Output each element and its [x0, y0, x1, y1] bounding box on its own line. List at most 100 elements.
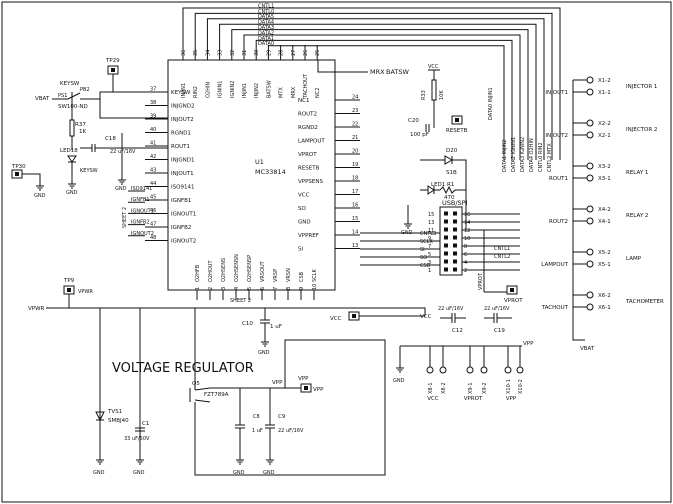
- usb-pin-left: 3: [428, 260, 431, 266]
- u1-top-pin-num: 31: [242, 50, 248, 56]
- top-bus-label: DATA1: [258, 36, 274, 42]
- u1-top-pins: 36INJIN135RIN234O2HIN33IGNIN132IGNIN231I…: [181, 45, 321, 99]
- r33-block: VCC R33 10K C20 100 pF RESETB: [408, 64, 468, 138]
- led1-block: LED1 R1 470: [420, 182, 466, 201]
- top-bus-label: DATA4: [258, 20, 274, 26]
- tvs1-symbol: [95, 411, 105, 422]
- u1-left-pin-num: 47: [150, 222, 156, 228]
- gnd-c10-label: GND: [258, 350, 270, 356]
- d20-ref: D20: [446, 148, 458, 154]
- c19-cap: [484, 313, 512, 323]
- usb-spi-box: [439, 206, 463, 276]
- right-net-label: INJOUT1: [545, 90, 568, 96]
- u1-right-pin-num: 13: [352, 243, 358, 249]
- u1-top-pin-name: INJIN1: [181, 83, 187, 98]
- connector-ref: X3-1: [598, 176, 611, 182]
- right-net-label: LAMPOUT: [541, 262, 568, 268]
- ps1-part: SW100-ND: [58, 104, 88, 110]
- u1-right-pin-num: 16: [352, 203, 358, 209]
- injin1-bus-label: DATA0 INJIN1: [488, 87, 494, 120]
- u1-ref: U1: [255, 158, 264, 166]
- usb-signal-label: SCLK: [420, 239, 433, 245]
- c9-value: 22 uF/16V: [278, 428, 304, 434]
- connector-pin-icon: [586, 174, 594, 182]
- c10-value: 1 uF: [270, 324, 282, 330]
- u1-bottom-pin-name: SCLK: [312, 269, 318, 282]
- connector-name: TACHOMETER: [625, 299, 664, 305]
- vbat-right: VBAT: [580, 346, 595, 352]
- u1-top-pin-num: 33: [218, 50, 224, 56]
- bottom-connector-net: VPP: [506, 396, 517, 402]
- u1-left-pin-name: INJOUT2: [171, 117, 194, 123]
- c1-block: C1 33 uF/50V GND: [124, 421, 150, 476]
- u1-right-pin-name: RESETB: [298, 166, 320, 172]
- top-bus-label: CNTL0: [258, 9, 274, 15]
- bus-right-label: DATA2 IGNIN1: [511, 137, 517, 172]
- u1-right-pin-num: 20: [352, 149, 358, 155]
- usb-pin-right: 8: [464, 244, 467, 250]
- u1-bottom-pin-name: O2HSENSP: [247, 255, 253, 282]
- gnd-tvs1-label: GND: [93, 470, 105, 476]
- u1-left-pin-num: 43: [150, 168, 156, 174]
- u1-left-pin-num: 45: [150, 195, 156, 201]
- connector-name: RELAY 2: [626, 213, 648, 219]
- u1-top-pin-num: 30: [254, 50, 260, 56]
- connector-name: LAMP: [626, 256, 642, 262]
- c20-cap: [425, 124, 430, 132]
- u1-top-pin-num: 25: [315, 50, 321, 56]
- top-bus-label: DATA0: [258, 41, 274, 47]
- section-title: VOLTAGE REGULATOR: [112, 361, 254, 376]
- usb-pin-left: 15: [428, 212, 434, 218]
- top-bus-label: DATA2: [258, 30, 274, 36]
- u1-top-pin-name: IGNIN2: [230, 81, 236, 99]
- u1-right-pin-num: 21: [352, 135, 358, 141]
- u1-left-pin-name: IGNOUT1: [171, 212, 196, 218]
- c10-ref: C10: [242, 321, 253, 327]
- bottom-connector-pin-icon: [439, 366, 447, 374]
- top-bus-label: DATA5: [258, 14, 274, 20]
- led18-ref: LED18: [60, 148, 78, 154]
- led18-diode: [67, 155, 77, 180]
- u1-right-pin-name: VCC: [298, 193, 310, 199]
- right-net-label: ROUT2: [549, 219, 568, 225]
- gnd-c9: [266, 459, 274, 465]
- u1-bottom-pin-name: VRSOUT: [260, 260, 266, 282]
- u1-right-pin-name: LAMPOUT: [298, 139, 325, 145]
- u1-left-pin-name: ROUT1: [171, 144, 190, 150]
- u1-right-pin-name: RGND2: [298, 125, 318, 131]
- c19-ref: C19: [494, 328, 505, 334]
- top-bus-label: CNTL1: [258, 3, 274, 9]
- right-net-label: INJOUT2: [545, 133, 568, 139]
- u1-sheet-label: SHEET 2: [230, 298, 251, 304]
- sheet2-net-label: IGNFB1: [131, 197, 150, 203]
- u1-top-pin-num: 27: [291, 50, 297, 56]
- bottom-connector-ref2: X9-2: [482, 382, 488, 394]
- usb-pin-right: 14: [464, 220, 470, 226]
- bottom-connector-ref2: X10-2: [518, 379, 524, 394]
- u1-right-pin-name: SO: [298, 206, 306, 212]
- u1-top-pin-num: 29: [266, 50, 272, 56]
- usb-signal-label: CSB: [420, 263, 431, 269]
- connector-ref: X6-2: [598, 293, 611, 299]
- u1-right-pin-num: 23: [352, 108, 358, 114]
- c18-ref: C18: [105, 136, 116, 142]
- u1-right-pin-num: 17: [352, 189, 358, 195]
- c12-value: 22 uF/16V: [438, 306, 464, 312]
- bottom-connector-pin-icon: [504, 366, 512, 374]
- u1-left-pin-name: IGNOUT2: [171, 239, 196, 245]
- u1-left-pin-num: 42: [150, 154, 156, 160]
- u1-top-pin-name: TACHOUT: [303, 73, 309, 99]
- connector-pin-icon: [586, 76, 594, 84]
- bus-right-label: CNTL0 RIN2: [538, 142, 544, 172]
- connector-ref: X4-1: [598, 219, 611, 225]
- u1-left-pin-name: ISO9141: [171, 185, 194, 191]
- c10-cap: [260, 308, 270, 342]
- ps1-ref: PS1: [58, 93, 67, 99]
- gnd-rgnd: [118, 179, 126, 185]
- tp9-ref: TP9: [63, 278, 75, 284]
